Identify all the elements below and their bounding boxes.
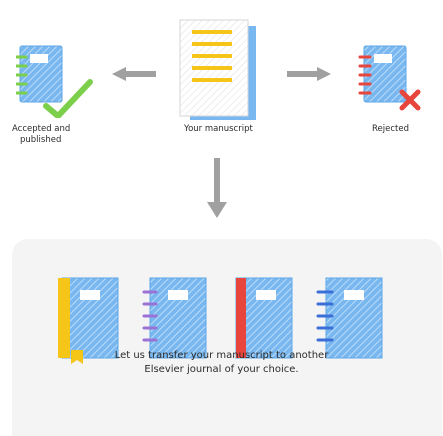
transfer-caption-line2: Elsevier journal of your choice. [144, 364, 299, 375]
accepted-journal-icon [14, 44, 94, 119]
journal-blue-icon [316, 276, 384, 366]
arrow-left-icon [112, 66, 156, 81]
arrow-right-icon [287, 66, 331, 81]
rejected-label: Rejected [372, 124, 409, 134]
transfer-caption-line1: Let us transfer your manuscript to anoth… [114, 350, 329, 361]
cross-icon [399, 89, 421, 111]
arrow-down-icon [207, 158, 227, 218]
journal-purple-icon [142, 276, 208, 366]
journal-red-icon [232, 276, 296, 366]
transfer-caption: Let us transfer your manuscript to anoth… [0, 349, 443, 377]
manuscript-label: Your manuscript [184, 124, 253, 134]
manuscript-document-icon [176, 18, 266, 124]
rejected-journal-icon [356, 44, 426, 118]
journal-yellow-icon [58, 276, 122, 366]
accepted-label: Accepted and published [12, 124, 71, 145]
checkmark-icon [43, 79, 93, 119]
